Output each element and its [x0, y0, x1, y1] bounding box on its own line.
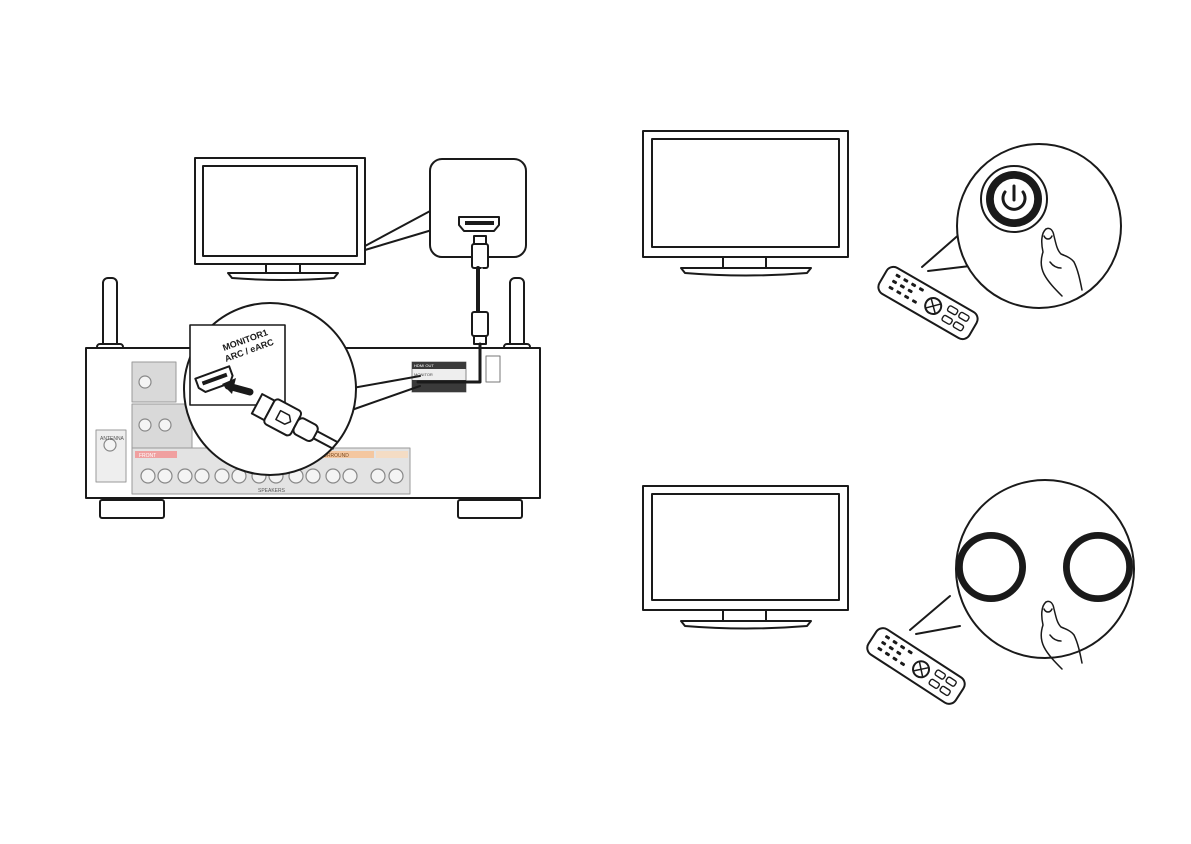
hdmi-out-label: HDMI OUT	[414, 363, 434, 368]
input-button-left[interactable]	[956, 532, 1026, 602]
remote-control-icon	[875, 264, 980, 342]
input-buttons-zoom-callout	[910, 480, 1134, 669]
hdmi-plug-icon	[472, 312, 488, 344]
step-power-on	[643, 131, 1121, 342]
tv-hdmi-port-callout	[365, 159, 526, 257]
hdmi-plug-icon	[472, 236, 488, 268]
remote-control-icon	[864, 625, 968, 707]
speakers-label: SPEAKERS	[258, 488, 286, 494]
power-button-zoom-callout	[922, 144, 1121, 308]
front-label: FRONT	[139, 453, 156, 459]
antenna-label: ANTENNA	[100, 436, 125, 442]
step-connect-hdmi: ANTENNA FRONT SURROUND SPEAKERS HDMI OUT…	[86, 158, 540, 518]
input-button-right[interactable]	[1063, 532, 1133, 602]
step-select-input	[643, 480, 1134, 707]
television-icon	[195, 158, 365, 280]
television-icon	[643, 131, 848, 276]
television-icon	[643, 486, 848, 629]
power-icon[interactable]	[981, 166, 1047, 232]
hdmi-port-icon	[459, 217, 499, 231]
